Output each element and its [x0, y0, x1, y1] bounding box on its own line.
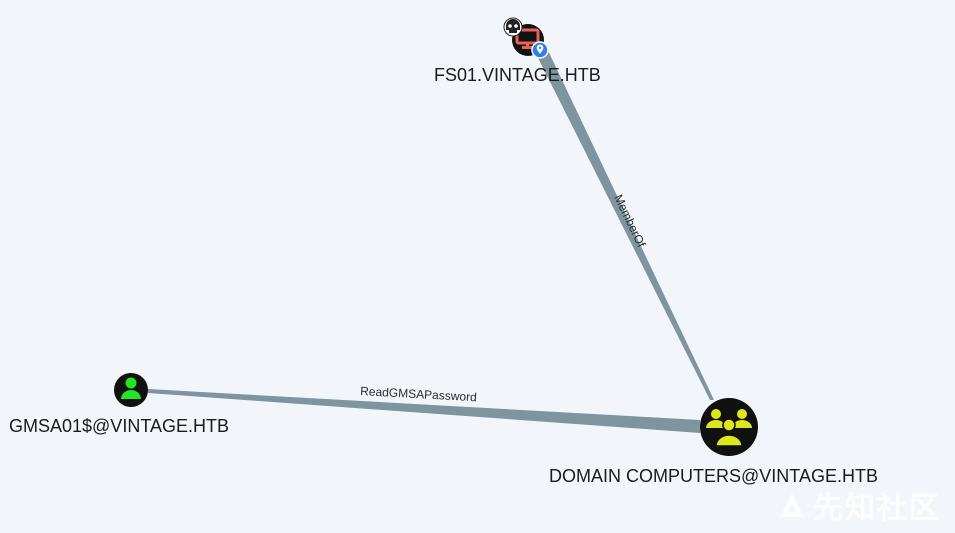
- edge-readgmsapassword-line[interactable]: [148, 389, 700, 433]
- computer-icon: [515, 28, 540, 49]
- map-pin-icon: [531, 41, 549, 59]
- group-icon: [706, 409, 752, 447]
- edge-memberof-line[interactable]: [530, 40, 714, 400]
- node-gmsa01-label: GMSA01$@VINTAGE.HTB: [9, 416, 229, 436]
- edge-memberof-label: MemberOf: [611, 192, 648, 250]
- node-gmsa01[interactable]: [114, 373, 148, 407]
- node-domain-computers-label: DOMAIN COMPUTERS@VINTAGE.HTB: [549, 466, 878, 486]
- edge-memberof[interactable]: MemberOf: [530, 40, 714, 400]
- node-fs01-label: FS01.VINTAGE.HTB: [434, 65, 601, 85]
- watermark: 先知社区: [777, 483, 941, 527]
- watermark-logo-icon: [780, 493, 804, 517]
- edge-readgmsapassword[interactable]: ReadGMSAPassword: [148, 384, 700, 433]
- node-domain-computers[interactable]: [700, 398, 758, 456]
- skull-icon: [503, 17, 523, 37]
- watermark-text: 先知社区: [813, 491, 941, 526]
- user-icon: [121, 377, 141, 399]
- node-fs01[interactable]: [503, 17, 549, 59]
- edge-readgmsapassword-label: ReadGMSAPassword: [360, 384, 477, 404]
